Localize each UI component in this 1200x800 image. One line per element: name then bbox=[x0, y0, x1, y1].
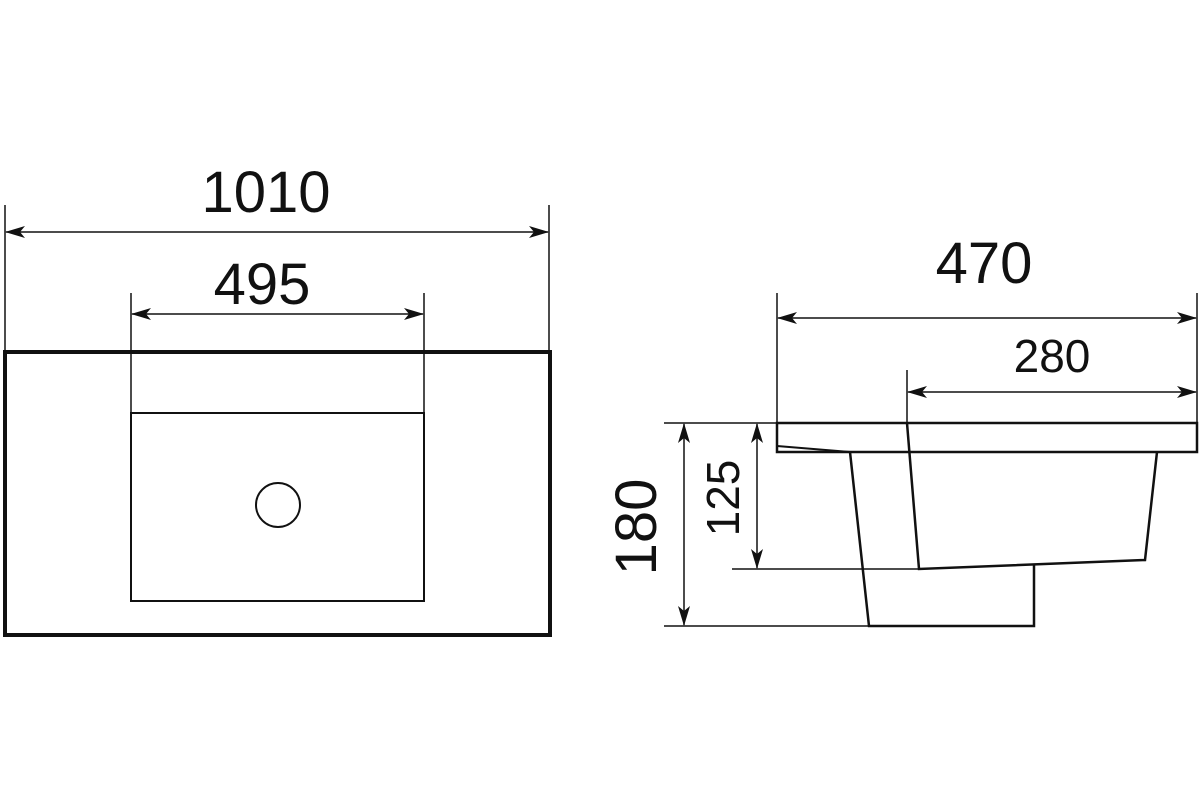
bowl-body-profile bbox=[848, 451, 1036, 628]
side-view: 470 280 180 125 bbox=[604, 231, 1199, 628]
overall-height-label: 180 bbox=[604, 479, 669, 576]
bowl-outline bbox=[130, 412, 425, 602]
slab-underside bbox=[776, 445, 851, 453]
drain-hole bbox=[255, 482, 301, 528]
slab-outline bbox=[775, 421, 1199, 454]
overall-depth-label: 470 bbox=[936, 231, 1033, 296]
bowl-depth-label: 280 bbox=[1014, 330, 1091, 382]
bowl-height-label: 125 bbox=[697, 460, 749, 537]
bowl-front-profile bbox=[905, 422, 1159, 571]
top-view: 1010 495 bbox=[3, 160, 552, 637]
overall-width-label: 1010 bbox=[201, 160, 330, 225]
countertop-outline bbox=[3, 350, 552, 637]
bowl-width-label: 495 bbox=[214, 252, 311, 317]
